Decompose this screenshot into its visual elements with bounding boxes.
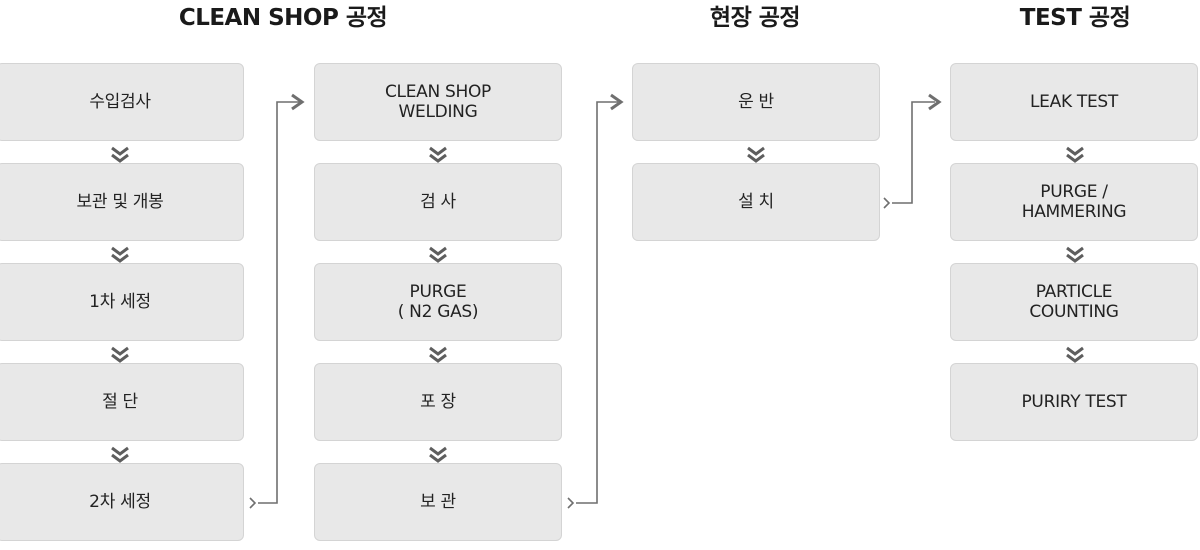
step-label: 보관 및 개봉 bbox=[76, 192, 164, 212]
step-label: PURGE / HAMMERING bbox=[1021, 182, 1127, 222]
elbow-arrow-right-icon bbox=[883, 93, 942, 209]
step-label: 2차 세정 bbox=[89, 492, 151, 512]
step-cutting: 절 단 bbox=[0, 363, 244, 441]
step-label: 1차 세정 bbox=[89, 292, 151, 312]
step-installation: 설 치 bbox=[632, 163, 880, 241]
double-chevron-down-icon bbox=[111, 246, 129, 263]
step-label: LEAK TEST bbox=[1030, 92, 1118, 112]
double-chevron-down-icon bbox=[429, 346, 447, 363]
double-chevron-down-icon bbox=[429, 446, 447, 463]
elbow-arrow-right-icon bbox=[249, 93, 305, 509]
step-label: CLEAN SHOP WELDING bbox=[384, 82, 492, 122]
step-label: PURIRY TEST bbox=[1021, 392, 1127, 412]
step-transport: 운 반 bbox=[632, 63, 880, 141]
step-purge-n2: PURGE ( N2 GAS) bbox=[314, 263, 562, 341]
step-label: 절 단 bbox=[102, 392, 138, 412]
double-chevron-down-icon bbox=[1066, 146, 1084, 163]
double-chevron-down-icon bbox=[1066, 346, 1084, 363]
heading-clean-shop: CLEAN SHOP 공정 bbox=[178, 5, 388, 31]
step-storage-opening: 보관 및 개봉 bbox=[0, 163, 244, 241]
elbow-arrow-right-icon bbox=[567, 93, 624, 509]
step-label: 설 치 bbox=[738, 192, 774, 212]
step-label: PARTICLE COUNTING bbox=[1029, 282, 1119, 322]
step-second-cleaning: 2차 세정 bbox=[0, 463, 244, 541]
step-leak-test: LEAK TEST bbox=[950, 63, 1198, 141]
step-label: 보 관 bbox=[420, 492, 456, 512]
heading-field: 현장 공정 bbox=[709, 5, 801, 31]
heading-test: TEST 공정 bbox=[1019, 5, 1131, 31]
step-inspection: 검 사 bbox=[314, 163, 562, 241]
step-purge-hammering: PURGE / HAMMERING bbox=[950, 163, 1198, 241]
step-label: 포 장 bbox=[420, 392, 456, 412]
step-puriry-test: PURIRY TEST bbox=[950, 363, 1198, 441]
double-chevron-down-icon bbox=[111, 446, 129, 463]
double-chevron-down-icon bbox=[429, 246, 447, 263]
step-first-cleaning: 1차 세정 bbox=[0, 263, 244, 341]
step-label: PURGE ( N2 GAS) bbox=[397, 282, 479, 322]
step-label: 수입검사 bbox=[89, 92, 151, 112]
step-incoming-inspection: 수입검사 bbox=[0, 63, 244, 141]
step-packaging: 포 장 bbox=[314, 363, 562, 441]
step-label: 운 반 bbox=[738, 92, 774, 112]
double-chevron-down-icon bbox=[1066, 246, 1084, 263]
step-particle-counting: PARTICLE COUNTING bbox=[950, 263, 1198, 341]
double-chevron-down-icon bbox=[111, 346, 129, 363]
step-label: 검 사 bbox=[420, 192, 456, 212]
step-storage: 보 관 bbox=[314, 463, 562, 541]
double-chevron-down-icon bbox=[747, 146, 765, 163]
step-clean-shop-welding: CLEAN SHOP WELDING bbox=[314, 63, 562, 141]
double-chevron-down-icon bbox=[429, 146, 447, 163]
double-chevron-down-icon bbox=[111, 146, 129, 163]
